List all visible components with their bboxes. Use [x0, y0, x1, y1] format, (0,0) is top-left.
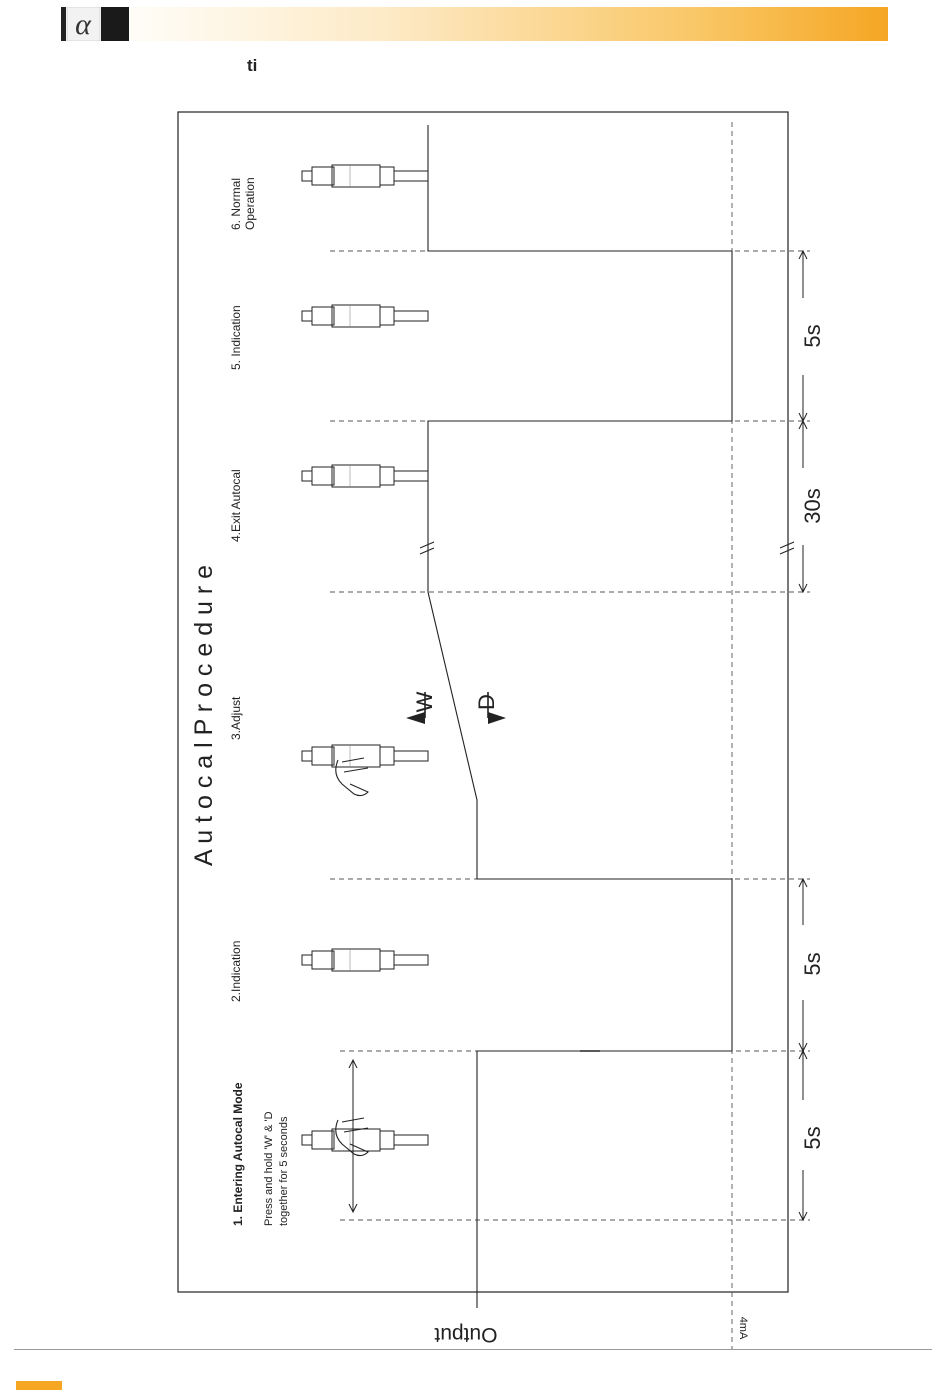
footer-divider [14, 1349, 932, 1350]
step-1-label: 1. Entering Autocal Mode [231, 1082, 245, 1226]
step-6-label-line2: Operation [243, 177, 257, 230]
sensor-icon [302, 949, 428, 971]
output-signal-line [428, 125, 732, 1308]
break-marks [420, 542, 794, 554]
step-6-label: 6. Normal [229, 178, 243, 230]
step-3-label: 3.Adjust [229, 696, 243, 740]
sensor-icon [302, 165, 428, 187]
sensor-icon [302, 465, 428, 487]
duration-label: 5s [800, 324, 825, 347]
baseline-axis-label: 4mA [737, 1317, 749, 1340]
break-mark [780, 548, 794, 554]
output-axis-label: Output [434, 1323, 497, 1346]
w-arrow-label: W [412, 691, 437, 712]
break-mark [780, 542, 794, 548]
w-arrow-head [406, 712, 425, 724]
sensor-icon [302, 745, 428, 767]
sensor-icon [302, 305, 428, 327]
hand-icon [336, 1118, 368, 1156]
step-4-label: 4.Exit Autocal [229, 469, 243, 542]
sensor-icon [302, 1129, 428, 1151]
duration-arrows [799, 251, 807, 1220]
diagram-title: A u t o c a l P r o c e d u r e [190, 565, 218, 866]
hand-icon [336, 758, 368, 796]
duration-label: 5s [800, 1126, 825, 1149]
d-arrow-head [488, 712, 506, 724]
duration-label: 5s [800, 952, 825, 975]
step-5-label: 5. Indication [229, 305, 243, 370]
time-markers [330, 251, 810, 1220]
step-2-label: 2.Indication [229, 941, 243, 1002]
footer-accent-bar [16, 1381, 62, 1390]
step-1-instruction-line2: together for 5 seconds [278, 1116, 290, 1226]
step-1-instruction-line1: Press and hold 'W' & 'D [263, 1111, 275, 1226]
duration-label: 30s [800, 488, 825, 523]
break-mark [420, 542, 434, 548]
d-arrow-label: D [474, 694, 499, 710]
break-mark [420, 548, 434, 554]
